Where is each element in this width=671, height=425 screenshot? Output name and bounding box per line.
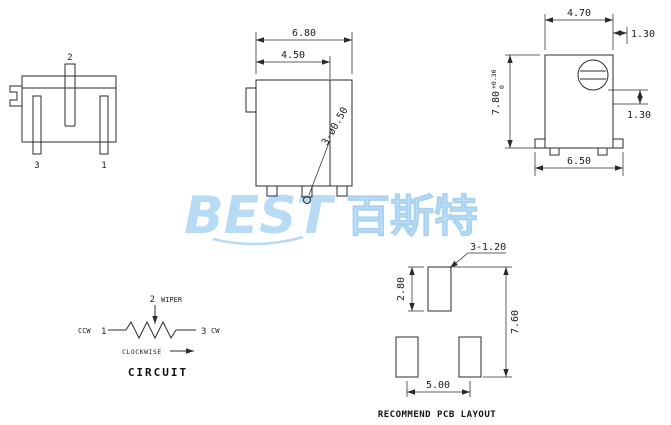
pin1-lead [99,95,109,155]
bottom-left-pad [395,336,419,378]
pcb-caption: RECOMMEND PCB LAYOUT [378,410,496,420]
leader-line [449,252,469,269]
pin1-number: 1 [101,161,106,171]
right-foot [612,138,624,149]
dim-pad-height: 2.80 [396,277,407,301]
dim-inner-width: 4.50 [281,50,305,61]
pin3-lead [32,95,42,155]
pin-tip-circle [303,196,311,204]
dim-body-height-group: 7.80 +0.30 0 [490,69,506,115]
side-view-left: 2 3 1 [9,53,117,171]
circuit-caption: CIRCUIT [128,366,188,379]
pin2-top-lead [64,63,76,77]
side-view-right: 4.70 1.30 7.80 +0.30 0 1.30 6.50 [490,8,655,176]
body-outline [544,54,614,149]
left-mount-tab [9,85,22,107]
circuit-schematic: 2 WIPER CCW 1 3 CW CLOCKWISE CIRCUIT [78,295,220,379]
front-view: 6.80 4.50 3-ø0.50 [245,28,353,204]
clockwise-label: CLOCKWISE [122,348,162,356]
dim-tolerance-lower: 0 [498,85,506,89]
ccw-label: CCW [78,327,91,335]
watermark-brand-cn-text: 百斯特 [346,191,478,242]
pin3-number: 3 [201,327,206,337]
pin2-number: 2 [67,53,72,63]
pin-right [336,185,348,197]
adjust-screw-circle [577,59,609,91]
pin-left [266,185,278,197]
left-standoff [549,147,560,156]
dim-base-width: 6.50 [567,156,591,167]
cw-label: CW [211,327,220,335]
dim-top-offset: 1.30 [631,29,655,40]
dim-pad-pitch: 5.00 [426,380,450,391]
dim-top-width: 4.70 [567,8,591,19]
resistor-zigzag [125,320,177,340]
pin-diameter-note: 3-ø0.50 [320,105,351,147]
top-pad [427,266,452,312]
pcb-layout: 3-1.20 2.80 7.60 5.00 RECOMMEND PCB LAYO… [378,242,521,420]
wiper-pin-number: 2 [150,295,155,305]
dim-overall-width: 6.80 [292,28,316,39]
watermark-brand-text: BEST [184,186,336,246]
dim-tolerance-upper: +0.30 [490,69,498,89]
pin3-number: 3 [34,161,39,171]
pin1-number: 1 [101,327,106,337]
watermark-swoosh [212,235,304,246]
dim-mid-offset: 1.30 [627,110,651,121]
hole-note: 3-1.20 [470,242,506,253]
left-foot [534,138,546,149]
leader-line [308,139,331,196]
right-standoff [597,147,608,156]
side-tab [245,87,257,113]
dim-overall-height: 7.60 [510,310,521,334]
wiper-label: WIPER [161,296,183,304]
body-outline [21,75,117,143]
bottom-right-pad [458,336,482,378]
dim-body-height: 7.80 [491,91,502,115]
watermark: BEST 百斯特 [184,186,479,246]
